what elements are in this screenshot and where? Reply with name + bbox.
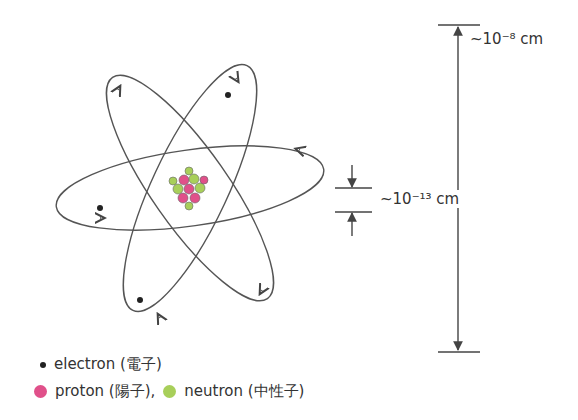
legend-entry: proton (陽子), xyxy=(34,382,155,401)
orbit-arrow xyxy=(261,289,263,291)
orbit-arrow xyxy=(299,149,300,151)
legend-swatch xyxy=(40,362,46,368)
dimension-label: ~10⁻¹³ cm xyxy=(378,190,461,208)
dimension-line xyxy=(351,165,352,187)
legend-text: neutron (中性子) xyxy=(184,382,304,401)
legend-entry: neutron (中性子) xyxy=(163,382,304,401)
orbit-arrow xyxy=(117,88,119,90)
orbit-arrow xyxy=(159,316,161,318)
legend-entry: electron (電子) xyxy=(40,355,162,374)
electron-orbit xyxy=(99,50,282,327)
orbit-arrow xyxy=(100,217,101,218)
dimension-line xyxy=(457,27,458,350)
dimension-tick xyxy=(438,351,480,352)
dimension-line xyxy=(351,213,352,236)
legend-text: proton (陽子), xyxy=(55,382,155,401)
dimension-label: ~10⁻⁸ cm xyxy=(468,30,545,48)
nucleus xyxy=(169,167,208,210)
dimension-tick xyxy=(335,211,372,212)
legend-text: electron (電子) xyxy=(54,355,162,374)
electron xyxy=(137,297,143,303)
orbit-arrow xyxy=(235,77,237,79)
legend-swatch xyxy=(34,385,47,398)
legend-swatch xyxy=(163,385,176,398)
electron-orbit xyxy=(81,56,298,321)
dimension-tick xyxy=(438,24,480,25)
electron xyxy=(225,92,231,98)
electron-orbit xyxy=(51,132,329,245)
dimension-tick xyxy=(335,187,372,188)
electron xyxy=(97,205,103,211)
